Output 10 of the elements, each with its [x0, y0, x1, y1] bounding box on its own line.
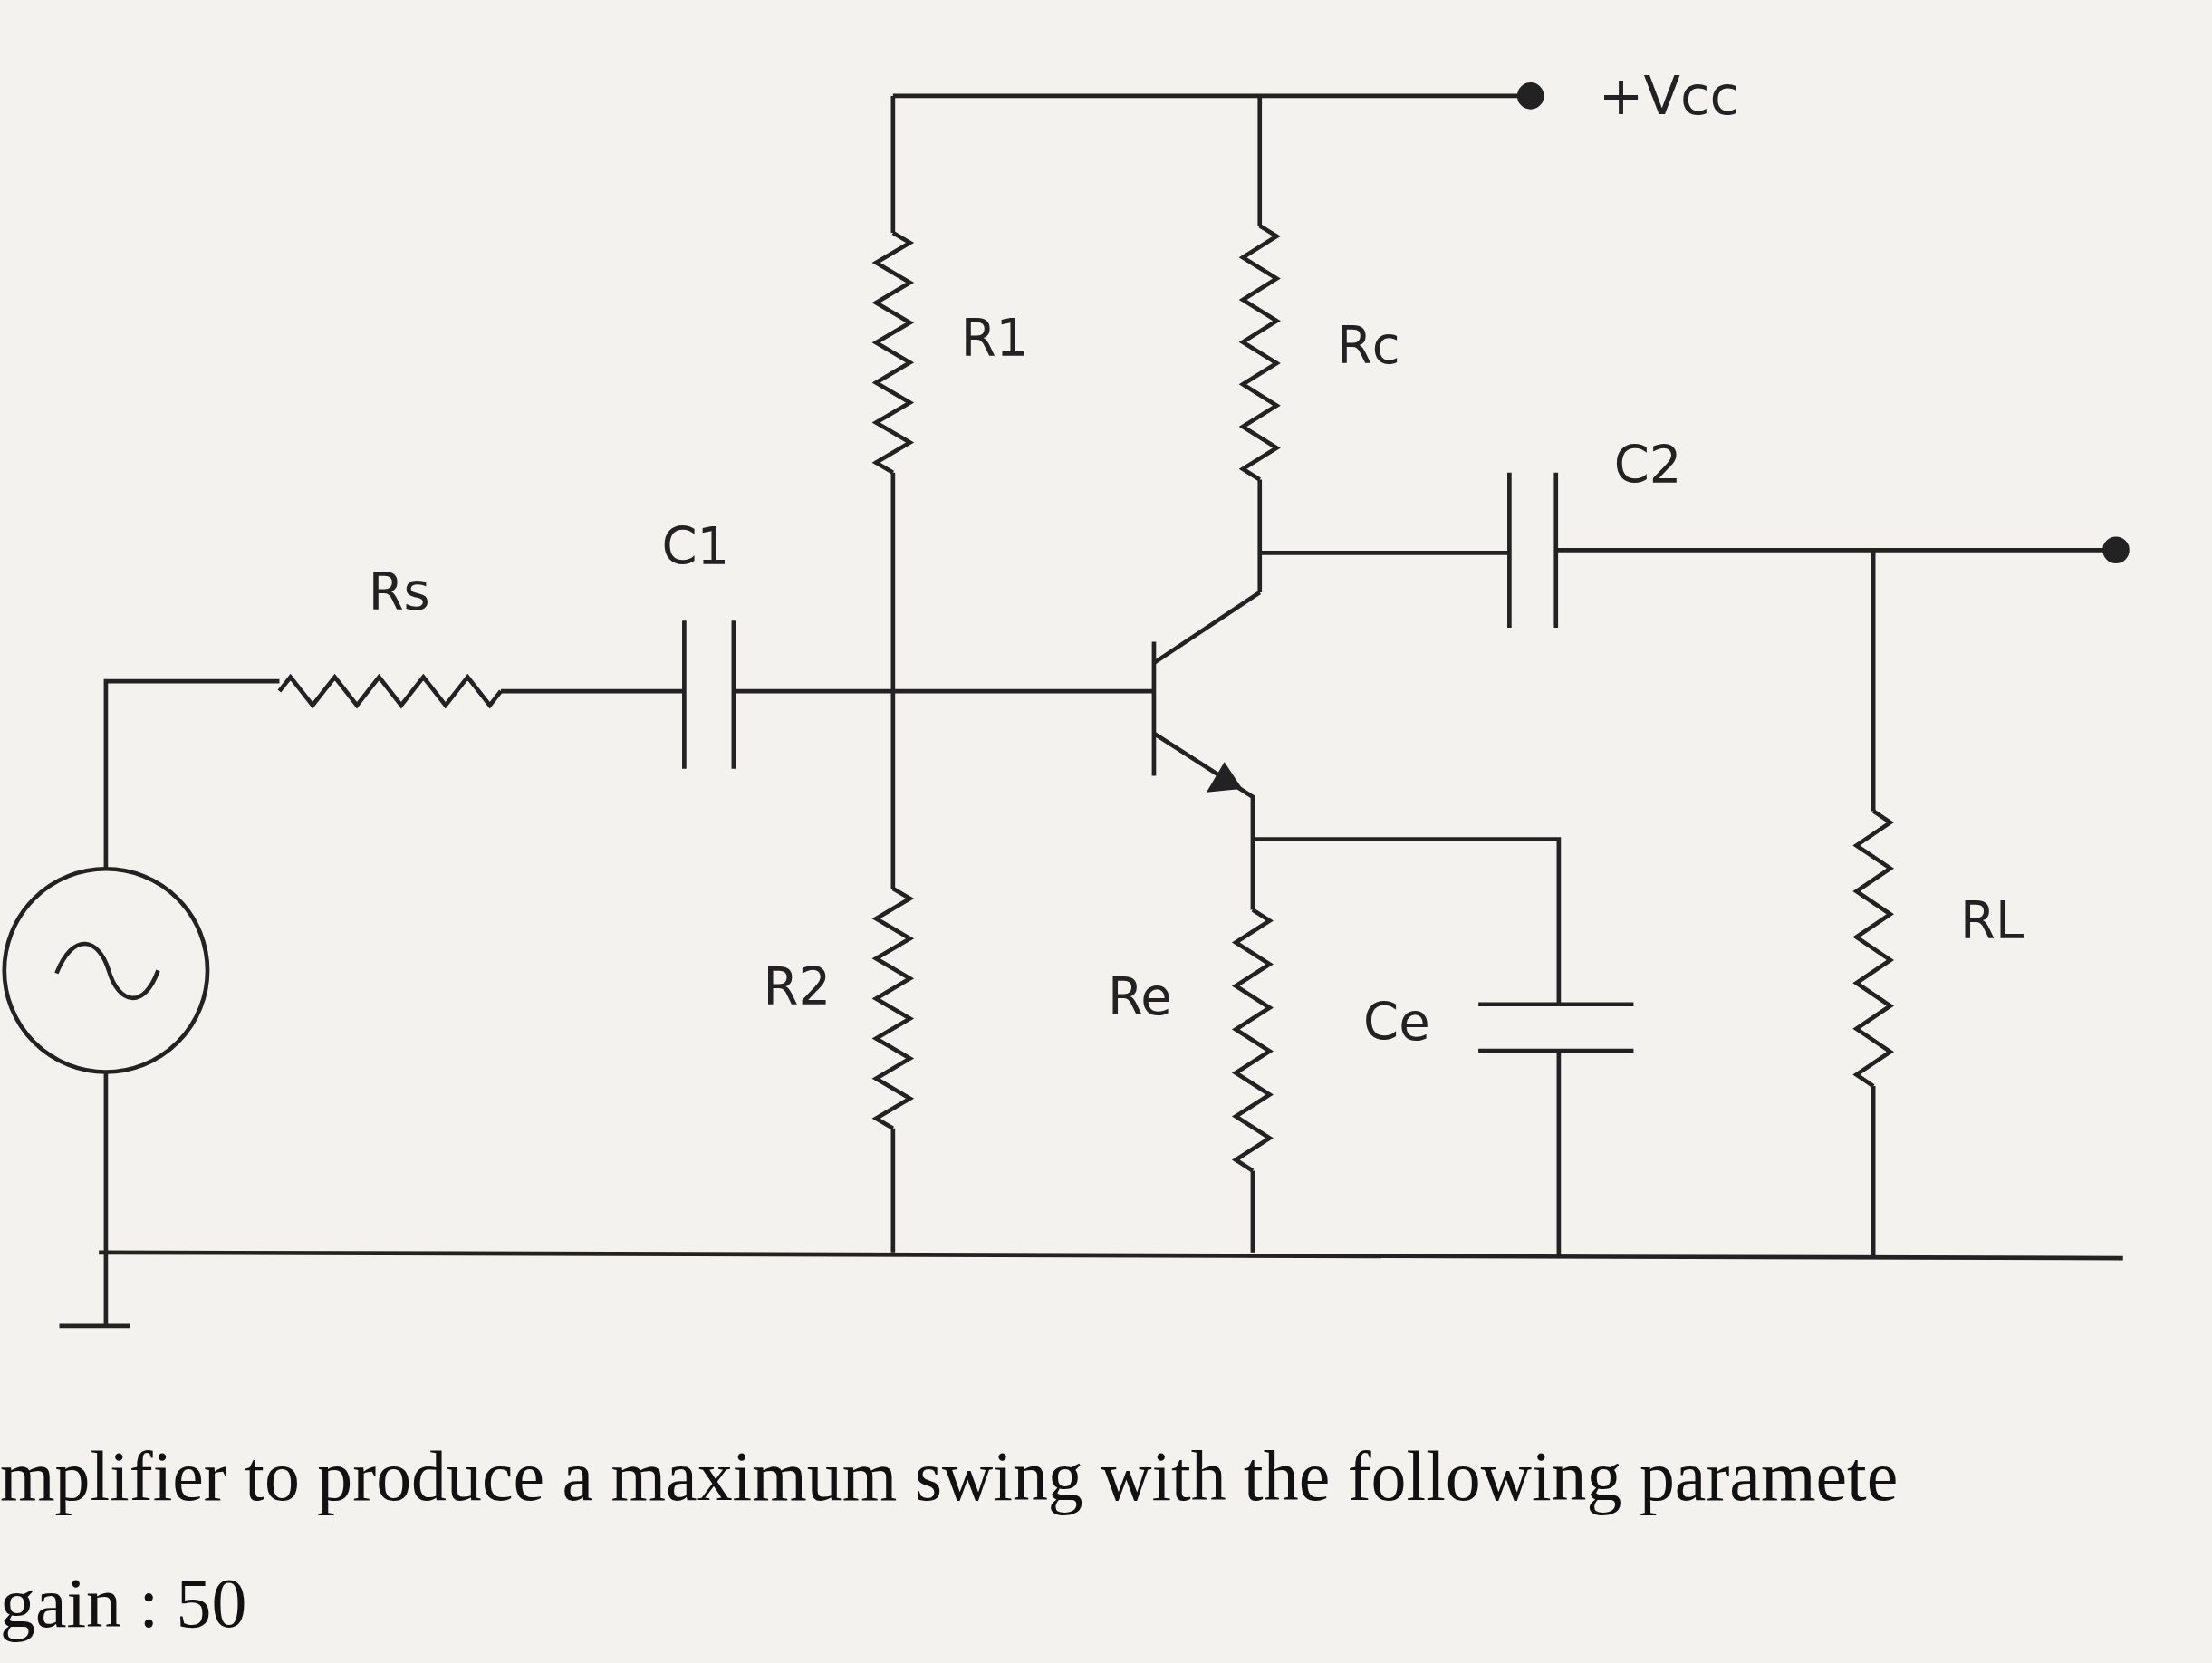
component-label: R2 — [763, 962, 832, 1014]
component-label: R1 — [960, 312, 1029, 364]
component-label: Ce — [1363, 997, 1430, 1049]
component-label: C2 — [1613, 439, 1682, 491]
component-label: RL — [1959, 895, 2024, 947]
component-label: Rs — [368, 567, 430, 619]
component-label: Re — [1107, 972, 1172, 1024]
component-label: +Vcc — [1598, 69, 1739, 123]
component-label: C1 — [661, 522, 730, 573]
component-label: Rc — [1336, 320, 1400, 371]
